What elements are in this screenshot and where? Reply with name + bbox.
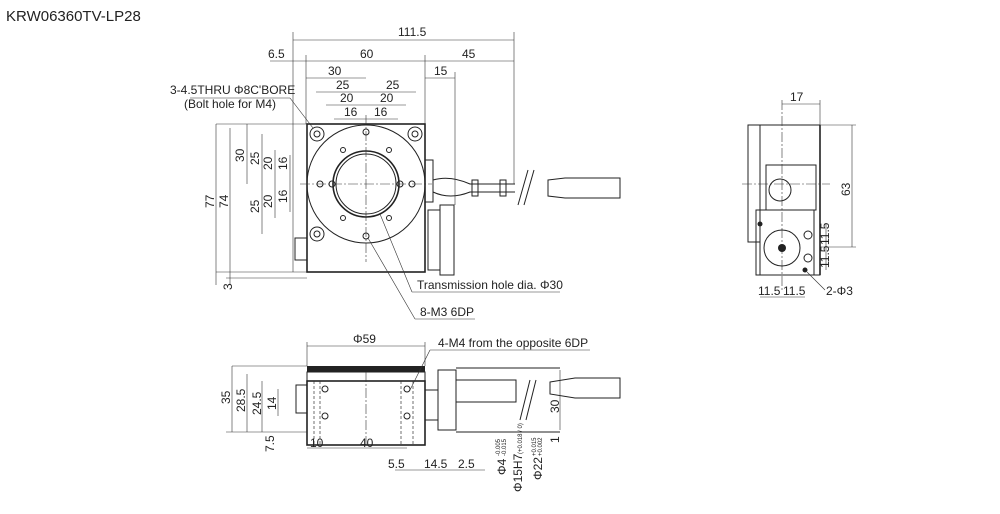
bolt-hole-callout: 3-4.5THRU Φ8C'BORE	[170, 83, 295, 97]
dim-label: 60	[360, 47, 374, 61]
dim-label: 14.5	[424, 457, 448, 471]
bore-diameter-15: Φ15H7	[511, 453, 525, 492]
connector	[547, 177, 621, 199]
model-title: KRW06360TV-LP28	[6, 8, 141, 25]
side-view: 17 63 11.5 11.5 11.5 11.5 2-Φ3	[742, 90, 856, 298]
dim-label: 1	[548, 436, 562, 443]
cable	[432, 177, 515, 185]
dim-label: 7.5	[263, 435, 277, 452]
dim-label: 28.5	[234, 388, 248, 412]
dim-label: 40	[360, 436, 374, 450]
dim-label: 20	[340, 91, 354, 105]
dim-label: 11.5	[818, 222, 832, 245]
dim-label: 25	[248, 151, 262, 165]
top-dimensions: 111.5 6.5 60 45 30 15 25 25 20 20 16 16	[268, 25, 476, 119]
transmission-hole-callout: Transmission hole dia. Φ30	[417, 278, 563, 292]
tolerance: +0.015	[532, 437, 538, 456]
dim-label: 74	[217, 194, 231, 208]
tolerance: -0.005	[496, 438, 502, 456]
dim-label: 30	[548, 399, 562, 413]
dim-label: 25	[248, 199, 262, 213]
dim-label: 25	[386, 78, 400, 92]
tap-holes	[316, 128, 416, 240]
top-view: 111.5 6.5 60 45 30 15 25 25 20 20 16 16 …	[170, 25, 621, 320]
dim-label: 20	[380, 91, 394, 105]
scale-ring	[307, 366, 425, 372]
diameter-22: Φ22	[531, 457, 545, 480]
dim-label: 35	[219, 390, 233, 404]
dim-label: 45	[462, 47, 476, 61]
diameter-59: Φ59	[353, 332, 376, 346]
dim-label: 14	[265, 396, 279, 410]
shaft-diameter-4: Φ4	[495, 458, 509, 475]
dim-label: 16	[344, 105, 358, 119]
tolerance: (+0.018 / 0)	[518, 423, 524, 454]
dim-label: 111.5	[398, 25, 427, 39]
dim-label: 16	[374, 105, 388, 119]
bolt-hole-note: (Bolt hole for M4)	[184, 97, 276, 111]
dim-label: 16	[276, 156, 290, 170]
dim-label: 11.5	[818, 245, 832, 268]
tap-hole-callout: 8-M3 6DP	[420, 305, 474, 319]
dim-label: 30	[328, 64, 342, 78]
dim-label: 3	[221, 283, 235, 290]
dim-label: 30	[233, 148, 247, 162]
dim-label: 16	[276, 189, 290, 203]
m4-callout: 4-M4 from the opposite 6DP	[438, 336, 588, 350]
dim-label: 2.5	[458, 457, 475, 471]
dim-label: 11.5	[758, 284, 781, 298]
dim-label: 20	[261, 194, 275, 208]
pin-hole-callout: 2-Φ3	[826, 284, 853, 298]
bolt-holes	[309, 126, 423, 242]
dim-label: 77	[203, 194, 217, 208]
dim-label: 24.5	[250, 391, 264, 415]
side-body	[759, 124, 821, 276]
front-view: Φ59 4-M4 from the opposite 6DP 35 28.5 2…	[219, 332, 621, 492]
top-vertical-dimensions: 77 74 30 25 20 16 25 20 16 3	[203, 148, 290, 290]
tolerance: -0.015	[502, 438, 508, 456]
dim-label: 63	[839, 182, 853, 196]
dim-label: 10	[310, 436, 324, 450]
dim-label: 15	[434, 64, 448, 78]
dim-label: 20	[261, 156, 275, 170]
dim-label: 11.5	[783, 284, 806, 298]
tolerance: +0.002	[538, 437, 544, 456]
dim-label: 6.5	[268, 47, 285, 61]
dim-label: 17	[790, 90, 804, 104]
dim-label: 5.5	[388, 457, 405, 471]
dim-label: 25	[336, 78, 350, 92]
